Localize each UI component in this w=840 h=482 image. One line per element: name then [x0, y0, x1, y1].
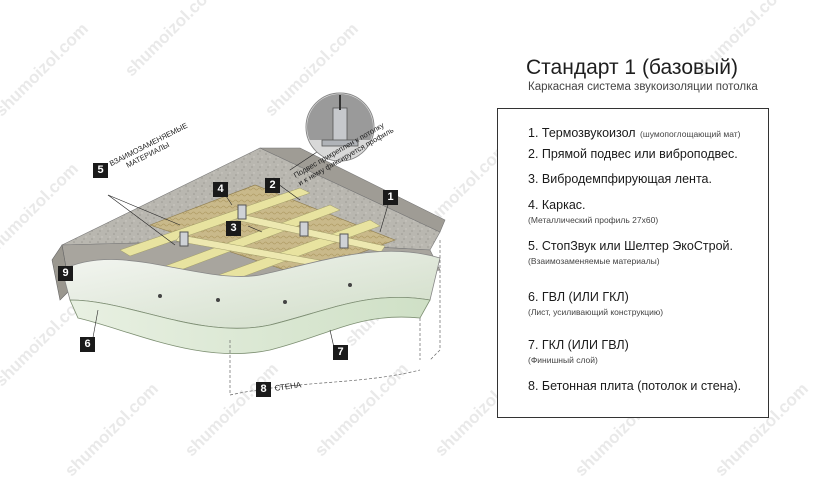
legend-item-2-text: 2. Прямой подвес или виброподвес. — [528, 147, 738, 161]
legend-item-5-note: (Взаимозаменяемые материалы) — [528, 256, 660, 266]
frame-profiles — [119, 187, 386, 288]
legend-item-7-text: 7. ГКЛ (ИЛИ ГВЛ) — [528, 338, 629, 352]
legend-item-1: 1. Термозвукоизол (шумопоглощающий мат) — [528, 124, 741, 142]
legend-item-3: 3. Вибродемпфирующая лента. — [528, 172, 712, 186]
badge-7: 7 — [333, 345, 348, 360]
badge-8: 8 — [256, 382, 271, 397]
legend-item-7-note: (Финишный слой) — [528, 355, 598, 365]
legend-item-8: 8. Бетонная плита (потолок и стена). — [528, 379, 741, 393]
legend-item-7: 7. ГКЛ (ИЛИ ГВЛ) (Финишный слой) — [528, 338, 629, 365]
hangers — [179, 204, 349, 249]
legend-item-4: 4. Каркас. (Металлический профиль 27х60) — [528, 198, 658, 225]
legend-item-8-text: 8. Бетонная плита (потолок и стена). — [528, 379, 742, 393]
badge-5: 5 — [93, 163, 108, 178]
legend-item-1-text: 1. Термозвукоизол — [528, 126, 636, 140]
badge-1: 1 — [383, 190, 398, 205]
legend-item-1-note: (шумопоглощающий мат) — [640, 129, 741, 139]
legend-item-5: 5. СтопЗвук или Шелтер ЭкоСтрой. (Взаимо… — [528, 239, 733, 266]
wall-outline — [229, 240, 441, 396]
legend-item-5-text: 5. СтопЗвук или Шелтер ЭкоСтрой. — [528, 239, 733, 253]
legend-item-6-note: (Лист, усиливающий конструкцию) — [528, 307, 664, 317]
page-subtitle: Каркасная система звукоизоляции потолка — [528, 81, 758, 93]
legend-item-2: 2. Прямой подвес или виброподвес. — [528, 147, 738, 161]
screws — [158, 283, 352, 304]
concrete-slab-back-edge — [259, 147, 446, 233]
hanger-detail-circle — [305, 92, 375, 162]
badge-3: 3 — [226, 221, 241, 236]
badge-9: 9 — [58, 266, 73, 281]
legend-item-3-text: 3. Вибродемпфирующая лента. — [528, 172, 712, 186]
page-title: Стандарт 1 (базовый) — [526, 56, 738, 79]
legend-item-6: 6. ГВЛ (ИЛИ ГКЛ) (Лист, усиливающий конс… — [528, 290, 663, 317]
badge-2: 2 — [265, 178, 280, 193]
legend-box: 1. Термозвукоизол (шумопоглощающий мат) … — [497, 108, 769, 418]
legend-item-6-text: 6. ГВЛ (ИЛИ ГКЛ) — [528, 290, 629, 304]
badge-6: 6 — [80, 337, 95, 352]
legend-item-4-text: 4. Каркас. — [528, 198, 586, 212]
badge-4: 4 — [213, 182, 228, 197]
legend-item-4-note: (Металлический профиль 27х60) — [528, 215, 659, 225]
